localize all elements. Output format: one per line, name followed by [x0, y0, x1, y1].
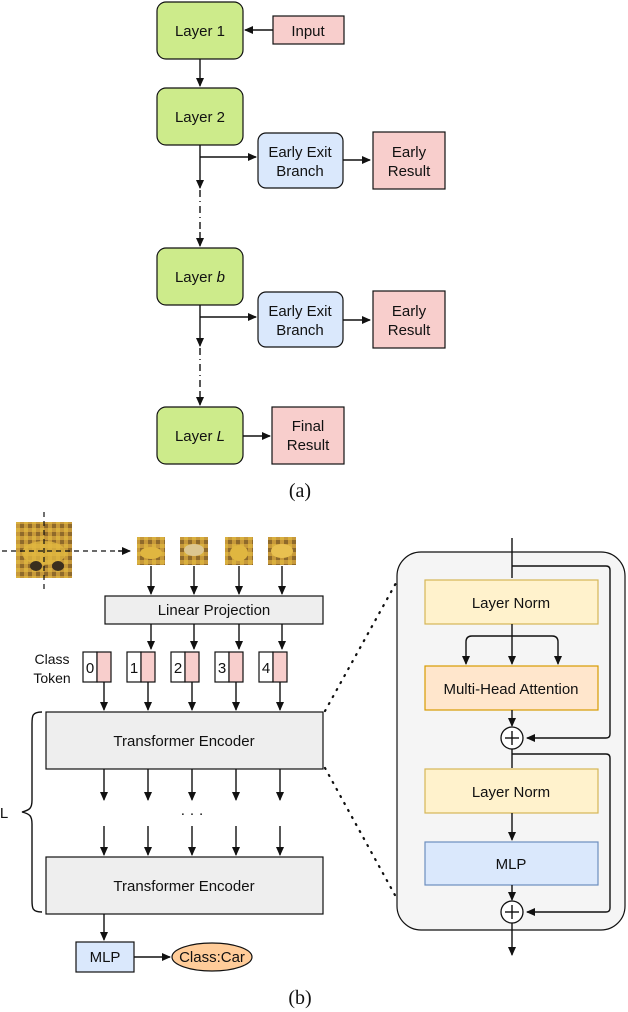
svg-text:1: 1: [130, 660, 138, 677]
early-exit-branch-2: Early Exit Branch: [257, 291, 344, 348]
layer-2-label: Layer 2: [175, 109, 225, 126]
svg-text:0: 0: [86, 660, 94, 677]
token-1: 1: [126, 651, 156, 683]
input-label: Input: [291, 23, 325, 40]
mlp-head-box: MLP: [75, 941, 135, 973]
part-b-diagram: Linear Projection Class Token 0 1 2 3: [0, 512, 398, 1009]
layer-norm-2-box: Layer Norm: [424, 768, 599, 814]
svg-text:Transformer Encoder: Transformer Encoder: [113, 878, 254, 895]
svg-text:Multi-Head Attention: Multi-Head Attention: [443, 681, 578, 698]
svg-text:Early: Early: [392, 144, 427, 161]
patch-1: [137, 537, 165, 565]
layer-1-box: Layer 1: [156, 1, 244, 60]
patch-4: [268, 537, 296, 565]
svg-text:2: 2: [174, 660, 182, 677]
layer-1-label: Layer 1: [175, 23, 225, 40]
svg-text:Layer Norm: Layer Norm: [472, 784, 550, 801]
residual-2-path: [512, 753, 611, 916]
svg-text:MLP: MLP: [496, 856, 527, 873]
zoom-line-top: [323, 581, 398, 713]
input-box: Input: [272, 15, 345, 45]
early-result-1: Early Result: [372, 131, 446, 190]
layer-l-label: Layer L: [175, 428, 225, 445]
input-image: [2, 512, 120, 592]
caption-a: (a): [289, 480, 311, 502]
linear-projection-box: Linear Projection: [104, 595, 324, 625]
layer-b-label: Layer b: [175, 269, 225, 286]
add-node-1: [500, 726, 524, 750]
svg-text:3: 3: [218, 660, 226, 677]
final-result-box: Final Result: [271, 406, 345, 465]
part-a-diagram: Layer 1 Input Layer 2 Early Exit Branch …: [156, 1, 446, 502]
svg-text:Branch: Branch: [276, 322, 324, 339]
zoom-line-bottom: [323, 766, 398, 899]
svg-text:Layer Norm: Layer Norm: [472, 595, 550, 612]
class-token-label-2: Token: [33, 670, 70, 686]
class-token-label-1: Class: [34, 651, 69, 667]
svg-text:Transformer Encoder: Transformer Encoder: [113, 733, 254, 750]
token-2: 2: [170, 651, 200, 683]
layer-b-box: Layer b: [156, 247, 244, 306]
transformer-encoder-bottom: Transformer Encoder: [45, 856, 324, 915]
class-output: Class:Car: [171, 942, 253, 972]
attn-k-arrow: [462, 635, 512, 665]
encoder-detail-panel: Layer Norm Multi-Head Attention Layer No…: [396, 538, 626, 956]
svg-text:Early: Early: [392, 303, 427, 320]
patch-3: [225, 537, 253, 565]
residual-1-path: [512, 565, 611, 742]
svg-text:4: 4: [262, 660, 270, 677]
svg-text:Class:Car: Class:Car: [179, 949, 245, 966]
caption-b: (b): [288, 987, 311, 1009]
svg-text:Result: Result: [388, 322, 431, 339]
svg-text:Result: Result: [287, 437, 330, 454]
early-exit-branch-1: Early Exit Branch: [257, 132, 344, 189]
patch-2: [180, 537, 208, 565]
layer-2-box: Layer 2: [156, 87, 244, 146]
depth-brace: [21, 711, 43, 913]
svg-text:Result: Result: [388, 163, 431, 180]
layer-norm-1-box: Layer Norm: [424, 579, 599, 625]
svg-text:Early Exit: Early Exit: [268, 144, 332, 161]
ellipsis: · · ·: [180, 805, 203, 822]
token-4: 4: [258, 651, 288, 683]
token-0: 0: [82, 651, 112, 683]
early-result-2: Early Result: [372, 290, 446, 349]
detail-mlp-box: MLP: [424, 841, 599, 886]
layer-l-box: Layer L: [156, 406, 244, 465]
svg-text:Early Exit: Early Exit: [268, 303, 332, 320]
attn-v-arrow: [512, 635, 562, 665]
svg-text:MLP: MLP: [90, 949, 121, 966]
svg-text:Branch: Branch: [276, 163, 324, 180]
depth-label: L: [0, 805, 8, 822]
add-node-2: [500, 900, 524, 924]
transformer-encoder-top: Transformer Encoder: [45, 711, 324, 770]
svg-text:Final: Final: [292, 418, 325, 435]
token-3: 3: [214, 651, 244, 683]
multi-head-attention-box: Multi-Head Attention: [424, 665, 599, 711]
svg-text:Linear Projection: Linear Projection: [158, 602, 271, 619]
